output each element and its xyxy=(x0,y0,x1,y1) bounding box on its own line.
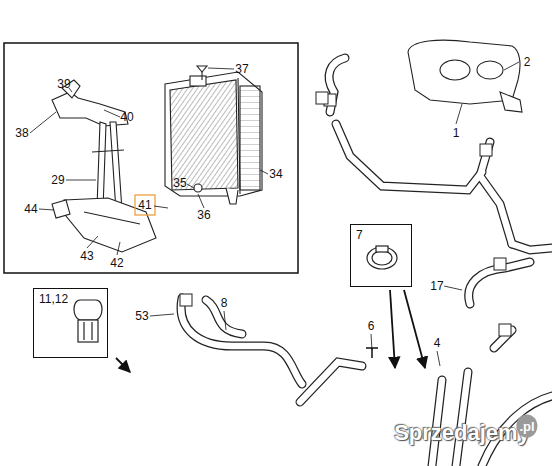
callout-number: 34 xyxy=(269,168,282,180)
detail-box: 11,12 xyxy=(33,288,108,358)
callout-number: 38 xyxy=(15,127,28,139)
callout-number: 39 xyxy=(57,78,70,90)
hose-clamp xyxy=(74,246,397,342)
callout-number: 8 xyxy=(221,297,228,309)
callout-number: 2 xyxy=(524,56,531,68)
radiator xyxy=(165,66,262,204)
callout-number: 36 xyxy=(197,209,210,221)
callout-number: 29 xyxy=(51,174,64,186)
coolant-hose xyxy=(180,58,552,466)
inset-frame xyxy=(4,43,298,273)
callout-number: 1 xyxy=(453,127,460,139)
callout-number: 41 xyxy=(138,199,151,211)
callout-number: 7 xyxy=(351,225,368,245)
direction-arrow xyxy=(116,290,425,372)
callout-number: 11,12 xyxy=(34,289,73,309)
leader-line xyxy=(30,62,519,366)
detail-box: 7 xyxy=(350,224,412,287)
callout-number: 53 xyxy=(135,310,148,322)
callout-number: 40 xyxy=(120,111,133,123)
callout-number: 4 xyxy=(434,337,441,349)
callout-number: 43 xyxy=(80,250,93,262)
callout-number: 42 xyxy=(110,257,123,269)
callout-number: 6 xyxy=(368,320,375,332)
callout-number: 35 xyxy=(173,177,186,189)
callout-number: 44 xyxy=(24,203,37,215)
bracket xyxy=(52,80,156,252)
watermark: Sprzedajemy xyxy=(394,422,530,444)
callout-number: 17 xyxy=(430,280,443,292)
watermark: .pl xyxy=(516,415,537,438)
expansion-tank xyxy=(408,40,522,112)
highlight-frame xyxy=(135,195,155,215)
callout-number: 37 xyxy=(235,63,248,75)
